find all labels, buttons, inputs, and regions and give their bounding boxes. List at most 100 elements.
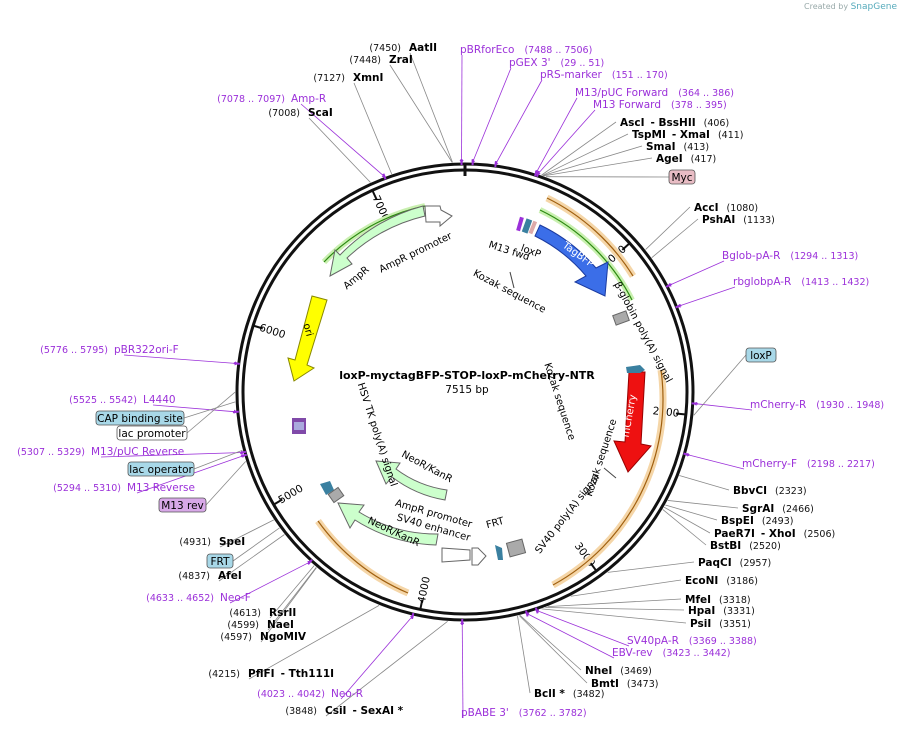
mcherry-arrow xyxy=(613,371,652,473)
ampr-arrow xyxy=(329,205,426,277)
neokanr-outer-arrow xyxy=(337,502,439,546)
kozak-mark-1 xyxy=(509,271,515,289)
primer-amp-r[interactable]: (7078 .. 7097)Amp-R xyxy=(217,93,326,105)
box-lac-promoter[interactable] xyxy=(116,425,188,441)
primer-mcherry-r[interactable]: mCherry-R(1930 .. 1948) xyxy=(750,399,884,411)
primer-l4440[interactable]: (5525 .. 5542)L4440 xyxy=(69,394,175,406)
primer-pbabe-3-[interactable]: pBABE 3'(3762 .. 3782) xyxy=(461,707,587,719)
orange-arc-top-right-line xyxy=(546,197,634,277)
primer-leader-4 xyxy=(536,109,596,176)
primer-ebv-rev[interactable]: EBV-rev(3423 .. 3442) xyxy=(612,647,731,659)
leader-NaeI xyxy=(267,567,317,631)
primer-prs-marker[interactable]: pRS-marker(151 .. 170) xyxy=(540,69,668,81)
outer-labels: AscI- BssHII(406)TspMI- XmaI(411)SmaI(41… xyxy=(17,42,884,719)
enzyme-zrai[interactable]: (7448)ZraI xyxy=(349,54,412,66)
enzyme-bbvci[interactable]: BbvCI(2323) xyxy=(733,485,807,497)
enzyme-aatii[interactable]: (7450)AatII xyxy=(369,42,437,54)
box-loxp[interactable] xyxy=(745,347,777,363)
enzyme-nhei[interactable]: NheI(3469) xyxy=(585,665,652,677)
enzyme-rsrii[interactable]: (4613)RsrII xyxy=(229,607,296,619)
kozak-label-1: Kozak sequence xyxy=(471,268,547,316)
primer-neo-r[interactable]: (4023 .. 4042)Neo-R xyxy=(257,688,363,700)
primer-leader-18 xyxy=(300,103,386,178)
leader-PaeR7I xyxy=(663,506,711,534)
primer-leader-9 xyxy=(534,609,630,647)
enzyme-smai[interactable]: SmaI(413) xyxy=(646,141,709,153)
enzyme-hpai[interactable]: HpaI(3331) xyxy=(688,605,755,617)
enzyme-ngomiv[interactable]: (4597)NgoMIV xyxy=(220,631,306,643)
leader-RsrII xyxy=(269,565,315,619)
frt-marker xyxy=(495,545,503,560)
primer-rbglobpa-r[interactable]: rbglobpA-R(1413 .. 1432) xyxy=(733,276,869,288)
primer-site-6 xyxy=(675,304,682,309)
leader-AccI xyxy=(645,206,691,250)
box-cap-binding-site[interactable] xyxy=(95,410,185,426)
box-m13-rev[interactable] xyxy=(158,497,207,513)
enzyme-spei[interactable]: (4931)SpeI xyxy=(179,536,245,548)
primer-mcherry-f[interactable]: mCherry-F(2198 .. 2217) xyxy=(742,458,875,470)
box-label-6: FRT xyxy=(211,556,231,568)
enzyme-econi[interactable]: EcoNI(3186) xyxy=(685,575,758,587)
primer-m13-reverse[interactable]: (5294 .. 5310)M13 Reverse xyxy=(53,482,195,494)
enzyme-bspei[interactable]: BspEI(2493) xyxy=(721,515,793,527)
enzyme-bmti[interactable]: BmtI(3473) xyxy=(591,678,658,690)
tick-4000 xyxy=(419,599,424,610)
enzyme-naei[interactable]: (4599)NaeI xyxy=(227,619,294,631)
enzyme-mfei[interactable]: MfeI(3318) xyxy=(685,594,751,606)
box-frt[interactable] xyxy=(206,553,234,569)
box-myc[interactable] xyxy=(668,169,696,185)
enzyme-sgrai[interactable]: SgrAI(2466) xyxy=(742,503,814,515)
enzyme-xmni[interactable]: (7127)XmnI xyxy=(313,72,383,84)
primer-sv40pa-r[interactable]: SV40pA-R(3369 .. 3388) xyxy=(627,635,757,647)
primer-m13-forward[interactable]: M13 Forward(378 .. 395) xyxy=(593,99,727,111)
primer-m13-puc-forward[interactable]: M13/pUC Forward(364 .. 386) xyxy=(575,87,734,99)
enzyme-pflfi[interactable]: (4215)PflFI- Tth111I xyxy=(208,668,334,680)
box-label-3: lac promoter xyxy=(118,428,186,440)
enzyme-tspmi[interactable]: TspMI- XmaI(411) xyxy=(632,129,743,141)
tick-3000 xyxy=(589,562,598,572)
primer-pbrforeco[interactable]: pBRforEco(7488 .. 7506) xyxy=(460,44,592,56)
enzyme-afei[interactable]: (4837)AfeI xyxy=(178,570,241,582)
enzyme-psii[interactable]: PsiI(3351) xyxy=(690,618,751,630)
enzyme-paqci[interactable]: PaqCI(2957) xyxy=(698,557,771,569)
kozak-mark-2 xyxy=(603,467,617,479)
leader-ScaI xyxy=(308,117,371,183)
sv40pa-box xyxy=(505,538,527,558)
primer-site-3 xyxy=(534,170,538,177)
box-leader-5 xyxy=(205,461,246,506)
box-label-4: lac operator xyxy=(129,464,193,476)
primer-m13-puc-reverse[interactable]: (5307 .. 5329)M13/pUC Reverse xyxy=(17,446,184,458)
enzyme-asci[interactable]: AscI- BssHII(406) xyxy=(620,117,729,129)
primer-site-2 xyxy=(494,160,498,168)
leader-NheI xyxy=(519,615,582,671)
loxp-marker-right xyxy=(626,365,645,373)
enzyme-agei[interactable]: AgeI(417) xyxy=(656,153,716,165)
primer-pgex-3-[interactable]: pGEX 3'(29 .. 51) xyxy=(509,57,604,69)
primer-bglob-pa-r[interactable]: Bglob-pA-R(1294 .. 1313) xyxy=(722,250,858,262)
enzyme-csii[interactable]: (3848)CsiI- SexAI * xyxy=(285,705,403,717)
primer-pbr322ori-f[interactable]: (5776 .. 5795)pBR322ori-F xyxy=(40,344,179,356)
leader-ZraI xyxy=(389,64,453,163)
leader-SgrAI xyxy=(667,500,739,509)
box-lac-operator[interactable] xyxy=(127,461,195,477)
leader-BmtI xyxy=(518,615,588,684)
enzyme-acci[interactable]: AccI(1080) xyxy=(694,202,758,214)
leader-TspMI xyxy=(542,133,629,176)
sv40-enhancer-box xyxy=(441,547,471,563)
enzyme-scai[interactable]: (7008)ScaI xyxy=(268,107,332,119)
enzyme-paer7i[interactable]: PaeR7I- XhoI(2506) xyxy=(714,528,835,540)
enzyme-bstbi[interactable]: BstBI(2520) xyxy=(710,540,781,552)
enzyme-pshai[interactable]: PshAI(1133) xyxy=(702,214,775,226)
primer-neo-f[interactable]: (4633 .. 4652)Neo-F xyxy=(146,592,251,604)
snapgene-brand: SnapGene xyxy=(850,2,897,12)
enzyme-bcli[interactable]: BclI *(3482) xyxy=(534,688,604,700)
leader-HpaI xyxy=(545,607,685,611)
hsvtk-label: HSV TK poly(A) signal xyxy=(355,382,399,488)
primer-site-13 xyxy=(307,559,313,565)
tick-label-5000: 5000 xyxy=(276,483,305,507)
box-label-0: Myc xyxy=(671,172,692,184)
box-label-2: CAP binding site xyxy=(97,413,183,425)
primer-site-12 xyxy=(411,612,415,620)
myc-marker xyxy=(528,220,538,235)
